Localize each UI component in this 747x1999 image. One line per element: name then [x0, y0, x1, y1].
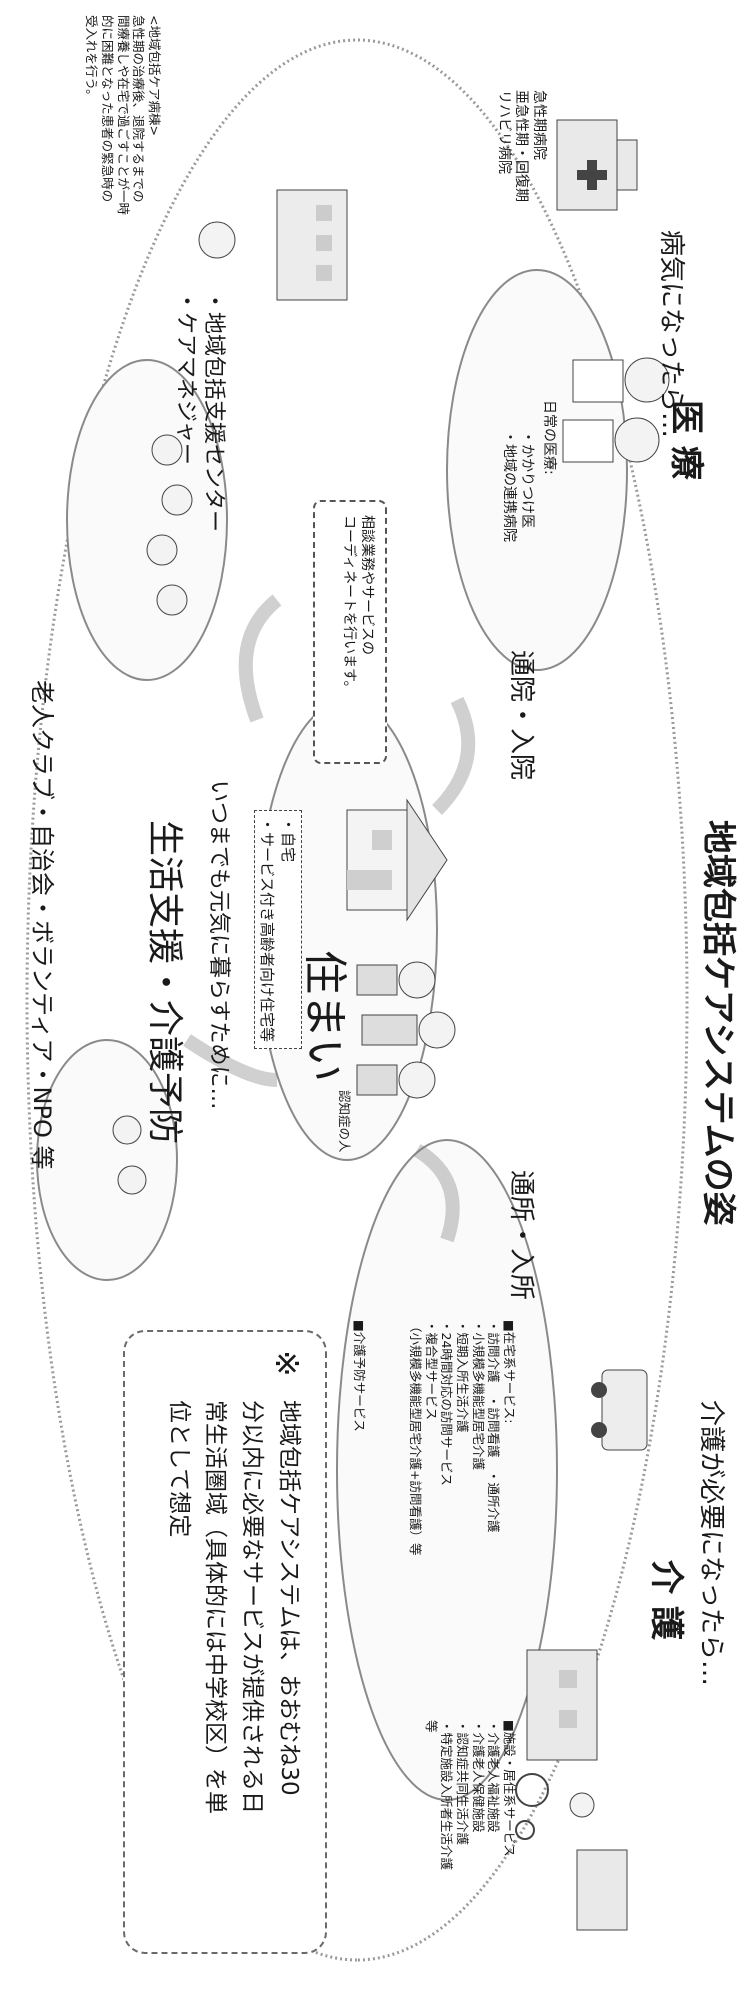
footnote-line: 的に困難となった患者の緊急時の — [100, 15, 116, 203]
arrow-housing-care — [413, 1143, 460, 1243]
note-line: 常生活圏域（具体的には中学校区）を単 — [202, 1400, 229, 1814]
center-item: ・ケアマネジャー — [173, 290, 199, 465]
care-visit-label: 通所・入所 — [506, 1170, 536, 1301]
doctors-icon — [562, 357, 670, 463]
support-heading: 生活支援・介護予防 — [144, 820, 185, 1145]
daily-care-item: ・地域の連携病院 — [501, 430, 518, 542]
wheelchair-icon — [515, 1773, 595, 1840]
hospital-list-item: 急性期病院 — [531, 90, 547, 160]
daily-care-list: ・かかりつけ医 ・地域の連携病院 — [500, 430, 536, 542]
center-list: ・地域包括支援センター ・ケアマネジャー — [172, 290, 227, 532]
care-ellipse — [336, 1139, 558, 1801]
facility-list-suffix: 等 — [423, 1720, 439, 1733]
arrow-center-housing — [238, 594, 282, 723]
hospital-icon — [556, 119, 638, 211]
home-service-item: ■在宅系サービス: — [502, 1320, 517, 1424]
house-icon — [346, 798, 448, 922]
housing-heading: 住まい — [299, 950, 350, 1082]
housing-items-box: ・自宅 ・サービス付き高齢者向け住宅等 — [254, 810, 302, 1050]
care-facility-icon — [526, 1649, 628, 1931]
facility-list-item: ■施設・居住系サービス — [502, 1720, 517, 1857]
arrow-medical-housing — [431, 696, 476, 815]
facility-list: ■施設・居住系サービス ・介護老人福祉施設 ・介護老人保健施設 ・認知症共同生活… — [423, 1720, 517, 1870]
note-line: 分以内に必要なサービスが提供される日 — [239, 1400, 266, 1814]
medical-ellipse — [446, 269, 628, 671]
facility-list-item: ・認知症共同生活介護 — [455, 1720, 471, 1846]
care-heading: 介 護 — [646, 1560, 686, 1640]
diagram-title: 地域包括ケアシステムの姿 — [698, 820, 738, 1226]
facility-list-item: ・介護老人保健施設 — [470, 1720, 486, 1833]
home-service-item: ・短期入所生活介護 — [455, 1320, 471, 1433]
outer-loop-curve — [25, 38, 689, 1962]
facility-list-item: ・介護老人福祉施設 — [486, 1720, 502, 1833]
center-role-line: コーディネートを行います。 — [341, 515, 358, 695]
footnote-title: <地域包括ケア病棟> — [147, 15, 162, 136]
medical-heading: 医 療 — [666, 400, 706, 480]
note-text: 地域包括ケアシステムは、おおむね30 分以内に必要なサービスが提供される日 常生… — [160, 1400, 307, 1814]
hospital-list-item: 亜急性期・回復期 — [513, 90, 530, 202]
footnote: <地域包括ケア病棟> 急性期の治療後、退院するまでの 間療養しや在宅で過ごすこと… — [84, 15, 163, 216]
prevention-service-item: ■介護予防サービス — [352, 1320, 367, 1432]
home-service-item: ・訪問介護 ・訪問看護 ・通所介護 — [486, 1320, 502, 1533]
center-office-icon — [198, 189, 348, 301]
note-line: 地域包括ケアシステムは、おおむね30 — [276, 1400, 302, 1796]
home-service-item: ・24時間対応の訪問サービス — [439, 1320, 455, 1486]
housing-item: ・サービス付き高齢者向け住宅等 — [258, 817, 276, 1043]
elderly-people-icon — [112, 434, 193, 1195]
center-item: ・地域包括支援センター — [201, 290, 226, 533]
family-icon — [356, 961, 456, 1099]
center-role-line: 相談業務やサービスの — [359, 515, 375, 655]
footnote-line: 受入れを行う。 — [84, 15, 100, 102]
center-role-text: 相談業務やサービスの コーディネートを行います。 — [340, 515, 376, 695]
medical-visit-label: 通院・入院 — [506, 650, 536, 781]
arrow-support-housing — [183, 1034, 278, 1087]
footnote-line: 急性期の治療後、退院するまでの — [131, 15, 147, 203]
daily-care-label: 日常の医療: — [541, 400, 557, 475]
housing-item: ・自宅 — [279, 817, 297, 863]
home-service-item: （小規模多機能型居宅介護+訪問看護）等 — [408, 1320, 424, 1556]
home-service-list: ■在宅系サービス: ・訪問介護 ・訪問看護 ・通所介護 ・小規模多機能型居宅介護… — [408, 1320, 517, 1555]
hospital-list-item: リハビリ病院 — [496, 90, 512, 174]
note-mark: ※ — [268, 1350, 306, 1377]
service-van-icon — [591, 1369, 648, 1451]
home-service-item: ・小規模多機能型居宅介護 — [470, 1320, 486, 1471]
support-ellipse-right — [36, 1039, 178, 1281]
care-heading-prefix: 介護が必要になったら… — [696, 1400, 726, 1687]
hospital-list: 急性期病院 亜急性期・回復期 リハビリ病院 — [495, 90, 547, 202]
note-line: 位として想定 — [165, 1400, 192, 1538]
footnote-line: 間療養しや在宅で過ごすことが一時 — [115, 15, 131, 216]
daily-care-item: ・かかりつけ医 — [519, 430, 535, 529]
support-prefix: いつまでも元気に暮らすために… — [206, 780, 231, 1110]
dementia-label: 認知症の人 — [337, 1090, 352, 1153]
support-bearers: 老人クラブ・自治会・ボランティア・NPO 等 — [28, 680, 56, 1170]
home-service-item: ・複合型サービス — [423, 1320, 439, 1421]
facility-list-item: ・特定施設入所者生活介護 — [439, 1720, 455, 1871]
